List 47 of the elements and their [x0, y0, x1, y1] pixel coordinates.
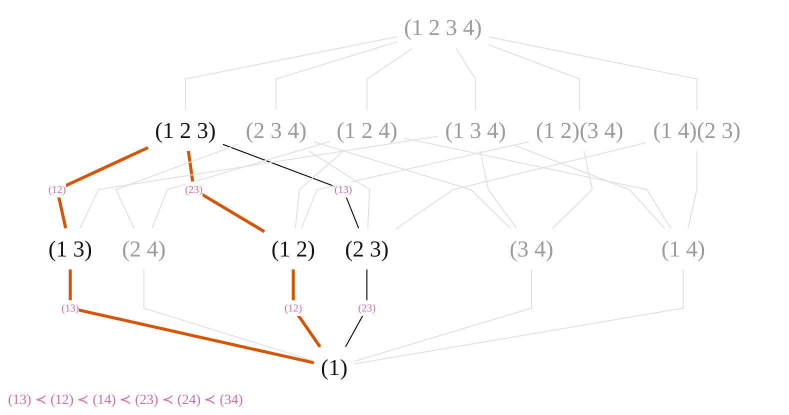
- connector: [115, 144, 239, 228]
- connector: [456, 48, 476, 110]
- connector: [552, 150, 593, 229]
- node-text: (1 2 3): [155, 118, 216, 144]
- edge-label: (23): [185, 183, 203, 196]
- edge-label: (13): [61, 302, 80, 314]
- node-text: (2 3 4): [246, 118, 307, 144]
- edge-label: (12): [48, 183, 66, 196]
- connector: [345, 269, 368, 347]
- node-text: (1 2 3 4): [404, 14, 482, 40]
- connector: [80, 136, 438, 228]
- connector: [404, 138, 672, 228]
- node-text: (1 4)(2 3): [653, 118, 741, 144]
- node-text: (1 3): [48, 236, 92, 262]
- edge-label: (13): [334, 183, 352, 196]
- connector: [184, 36, 398, 110]
- connector: [395, 142, 646, 230]
- node-text: (1 2)(3 4): [536, 118, 624, 144]
- connector: [488, 36, 698, 110]
- connector: [308, 150, 370, 228]
- connector: [294, 150, 344, 228]
- node-text: (1 3 4): [445, 118, 506, 144]
- connector: [366, 48, 413, 110]
- node-text: (1 2): [271, 236, 316, 262]
- node-text: (2 3): [344, 236, 389, 262]
- edge-label: (23): [358, 302, 376, 314]
- connector: [479, 150, 517, 229]
- connector: [222, 144, 360, 228]
- connector: [152, 140, 330, 228]
- connector: [488, 44, 580, 110]
- connector: [354, 269, 532, 362]
- node-text: (3 4): [510, 236, 554, 262]
- connector: [292, 269, 322, 348]
- connector: [186, 150, 266, 233]
- connector: [143, 269, 314, 362]
- connector: [687, 150, 698, 228]
- connector: [55, 146, 149, 229]
- connector: [512, 144, 665, 229]
- node-text: (1): [320, 354, 348, 380]
- connector: [276, 41, 398, 110]
- node-text: (2 4): [122, 236, 166, 262]
- ordering-note: (13) ≺ (12) ≺ (14) ≺ (23) ≺ (24) ≺ (34): [8, 392, 243, 409]
- node-text: (1 2 4): [336, 118, 398, 144]
- connector: [354, 269, 684, 364]
- edge-label: (12): [284, 302, 302, 314]
- connector: [68, 269, 314, 364]
- node-text: (1 4): [661, 236, 706, 262]
